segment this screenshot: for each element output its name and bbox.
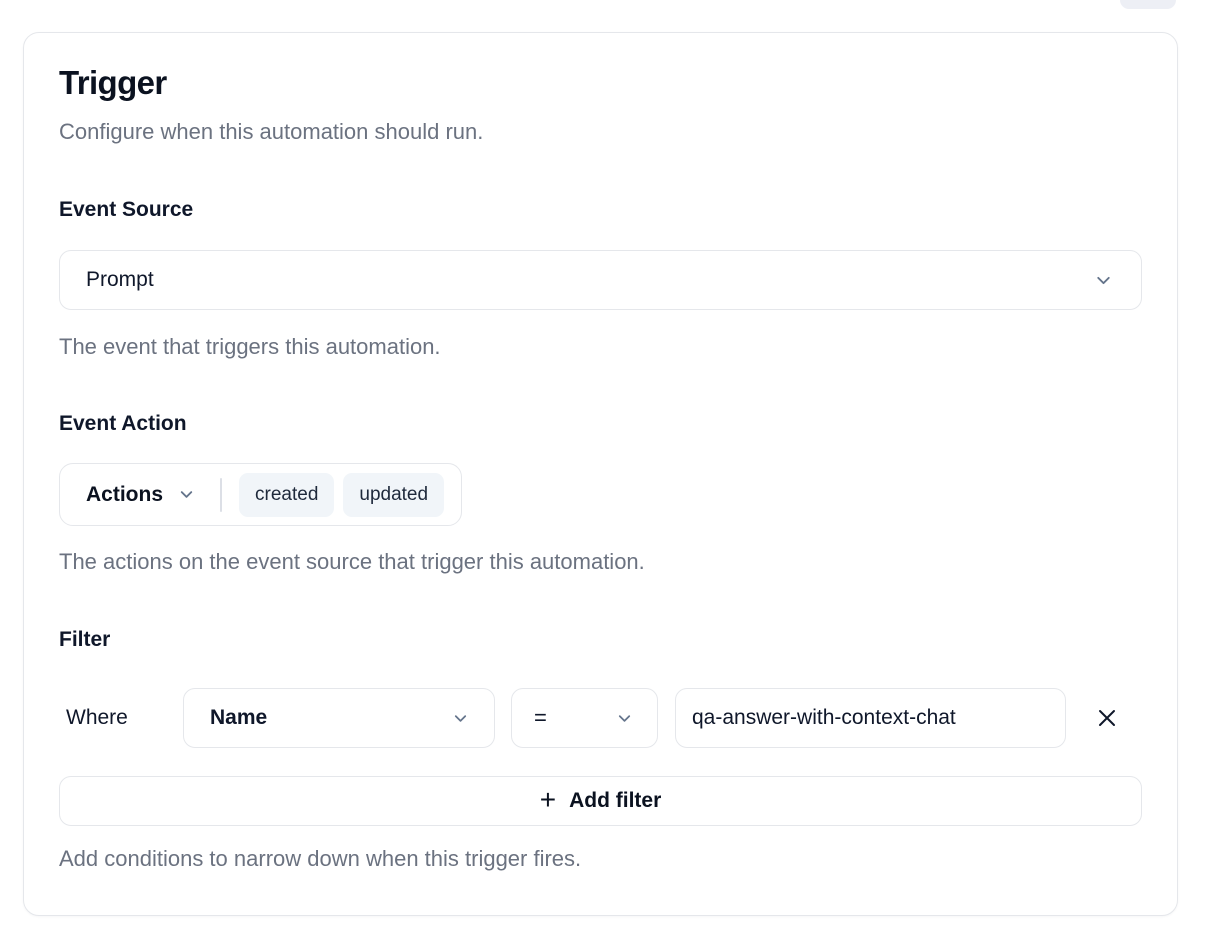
filter-label: Filter xyxy=(59,628,111,651)
action-chip-created: created xyxy=(239,472,335,517)
chevron-down-icon xyxy=(618,714,631,722)
event-action-helper: The actions on the event source that tri… xyxy=(59,549,645,574)
vertical-divider xyxy=(220,477,223,512)
chevron-down-icon xyxy=(1097,276,1110,284)
page-title: Trigger xyxy=(59,64,167,101)
filter-field-value: Name xyxy=(210,706,268,729)
filter-row: Where Name = xyxy=(59,688,1142,748)
actions-dropdown-label: Actions xyxy=(86,482,164,506)
page-subtitle: Configure when this automation should ru… xyxy=(59,119,484,144)
selected-action-chips: created updated xyxy=(239,472,445,517)
event-action-label: Event Action xyxy=(59,412,187,435)
trigger-card: Trigger Configure when this automation s… xyxy=(23,32,1178,916)
event-action-control: Actions created updated xyxy=(59,463,463,526)
chevron-down-icon xyxy=(454,714,467,722)
close-icon xyxy=(1099,710,1115,726)
plus-icon: + xyxy=(539,783,557,815)
chevron-down-icon xyxy=(180,491,193,498)
where-label: Where xyxy=(66,706,128,729)
event-source-selected-value: Prompt xyxy=(86,268,154,291)
clipped-element-top-right xyxy=(1120,0,1176,9)
filter-value-input[interactable] xyxy=(675,688,1066,748)
add-filter-button[interactable]: + Add filter xyxy=(59,776,1142,826)
filter-helper: Add conditions to narrow down when this … xyxy=(59,846,582,871)
add-filter-label: Add filter xyxy=(569,789,662,812)
event-source-helper: The event that triggers this automation. xyxy=(59,334,441,359)
remove-filter-button[interactable] xyxy=(1094,705,1120,731)
event-source-label: Event Source xyxy=(59,198,194,221)
filter-operator-select[interactable]: = xyxy=(511,688,658,748)
event-source-select[interactable]: Prompt xyxy=(59,250,1142,310)
actions-dropdown-button[interactable]: Actions xyxy=(86,483,196,507)
filter-operator-value: = xyxy=(534,705,547,730)
action-chip-updated: updated xyxy=(343,472,445,517)
filter-field-select[interactable]: Name xyxy=(183,688,495,748)
